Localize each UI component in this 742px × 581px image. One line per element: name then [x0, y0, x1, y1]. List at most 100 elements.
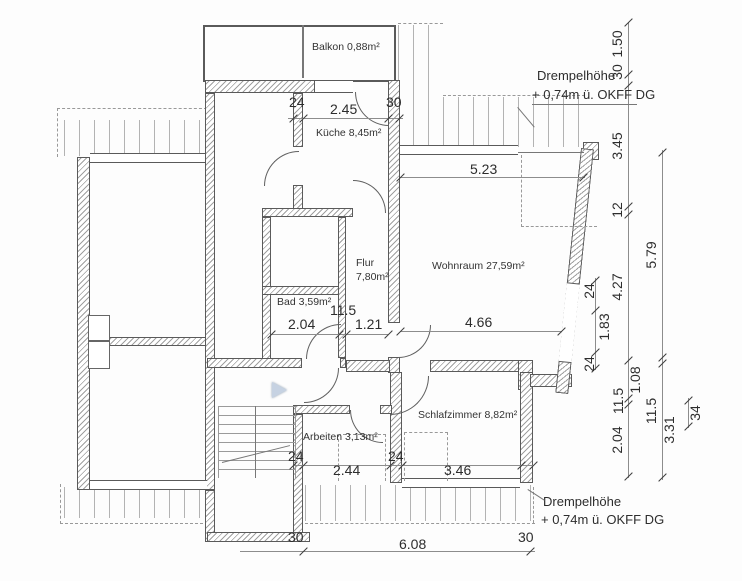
dim-line: [400, 331, 562, 332]
dim-11-5: 11.5: [330, 302, 357, 318]
dim-2-45: 2.45: [330, 101, 358, 117]
stairs-center-line: [255, 406, 256, 478]
dim-34: 34: [687, 405, 703, 421]
dim-2-04-r: 2.04: [609, 426, 625, 454]
dim-5-79: 5.79: [643, 241, 659, 269]
roof-band-top-left: [64, 120, 205, 156]
wall-stairhall-south: [207, 532, 310, 542]
window-wohnraum-north: [400, 145, 518, 155]
roof-dash: [533, 487, 534, 523]
room-label-flur-2: 7,80m²: [356, 271, 389, 283]
chimney-block: [88, 315, 110, 341]
roof-band-top-right-b: [443, 97, 583, 147]
roof-dash: [398, 23, 443, 24]
roof-dash: [57, 108, 207, 109]
room-label-arbeiten: Arbeiten 3,13m²: [303, 431, 378, 443]
drempel-top-underline: [532, 104, 637, 105]
roof-dash: [57, 108, 58, 157]
door-arc-kueche-west: [264, 151, 299, 186]
wall-wohnraum-south-a: [346, 360, 390, 372]
roof-band-bottom-right: [305, 485, 533, 521]
balcony-outline: [203, 25, 396, 82]
door-arc-kueche-south: [353, 180, 386, 213]
window-left-south: [90, 480, 207, 490]
room-label-wohnraum: Wohnraum 27,59m²: [432, 260, 525, 272]
dim-1-08: 1.08: [627, 366, 643, 394]
wall-bad-south-stub: [340, 358, 346, 368]
roof-band-bottom-left: [64, 487, 205, 518]
balcony-divider: [302, 25, 304, 78]
dim-3-31: 3.31: [661, 416, 677, 444]
dim-24-lower-right: 24: [388, 448, 404, 464]
dim-30-bottom-right: 30: [518, 529, 534, 545]
dim-24-wall-top: 24: [581, 283, 597, 299]
dim-2-04: 2.04: [288, 316, 316, 332]
wall-left-partition: [90, 337, 207, 346]
dim-line: [293, 465, 533, 466]
wall-west: [77, 157, 90, 490]
dim-6-08: 6.08: [399, 536, 427, 552]
dim-line: [400, 177, 585, 178]
wall-kueche-south: [262, 208, 353, 217]
dim-11-5-c1: 11.5: [610, 387, 626, 415]
wall-shaft-east: [338, 217, 346, 358]
wall-stairs-east: [293, 414, 303, 540]
dim-4-66: 4.66: [465, 314, 493, 330]
dim-line-v: [688, 398, 689, 428]
drempel-top-line1: Drempelhöhe: [537, 68, 616, 83]
dim-5-23: 5.23: [470, 161, 498, 177]
wall-left-divider: [205, 93, 215, 490]
room-label-kueche: Küche 8,45m²: [316, 127, 382, 139]
dim-3-46: 3.46: [444, 462, 472, 478]
dim-12: 12: [609, 202, 625, 218]
wall-arbeiten-north: [293, 405, 350, 414]
roof-dash: [60, 523, 208, 524]
room-label-schlafzimmer: Schlafzimmer 8,82m²: [418, 409, 518, 421]
room-label-balkon: Balkon 0,88m²: [312, 41, 380, 53]
dim-1-21: 1.21: [355, 316, 383, 332]
wall-flur-east: [388, 80, 400, 323]
dim-1-83: 1.83: [596, 313, 612, 341]
dash-wohnraum-v: [521, 155, 522, 227]
chimney-block: [88, 341, 110, 369]
window-east: [558, 282, 580, 364]
dim-line: [271, 334, 388, 335]
dash-wohnraum-h: [521, 226, 597, 227]
wall-bad-south: [207, 358, 302, 368]
dim-24-wall-bottom: 24: [581, 356, 597, 372]
dim-line: [240, 551, 535, 552]
dash-box-schlafzimmer: [404, 432, 448, 481]
door-arc-landing: [304, 368, 339, 403]
wall-kueche-west-upper: [293, 93, 303, 147]
window-left-north: [90, 153, 205, 163]
dim-30-top: 30: [386, 94, 402, 110]
room-label-flur-1: Flur: [356, 257, 375, 269]
dash-box-arbeiten: [338, 434, 386, 481]
door-arc-wohnraum: [398, 325, 431, 358]
stairs: [218, 406, 296, 478]
wall-wohnraum-south-b: [430, 360, 520, 372]
direction-triangle-icon: [272, 382, 287, 398]
wall-kueche-west-lower: [293, 185, 303, 210]
sill-line: [518, 152, 584, 153]
roof-band-top-right-a: [398, 25, 443, 145]
dim-24-top: 24: [289, 94, 305, 110]
roof-dash: [443, 95, 585, 96]
wall-shaft-bottom: [262, 286, 345, 295]
roof-dash: [60, 484, 61, 524]
dim-11-5-c2: 11.5: [643, 397, 659, 425]
drempel-bottom-line1: Drempelhöhe: [543, 494, 622, 509]
wall-left-divider-low: [205, 490, 215, 542]
dim-3-45: 3.45: [609, 132, 625, 160]
dim-line-v: [628, 22, 629, 478]
dim-line-v: [662, 150, 663, 480]
window-schlaf-south: [402, 478, 520, 488]
dim-line-v: [595, 278, 596, 370]
wall-flur-east-stub: [388, 357, 400, 373]
window-kueche-north: [315, 80, 353, 93]
dim-2-44: 2.44: [333, 462, 361, 478]
room-label-bad: Bad 3,59m²: [277, 296, 332, 308]
dim-24-lower-left: 24: [288, 448, 304, 464]
wall-arbeiten-north-stub: [380, 405, 392, 414]
